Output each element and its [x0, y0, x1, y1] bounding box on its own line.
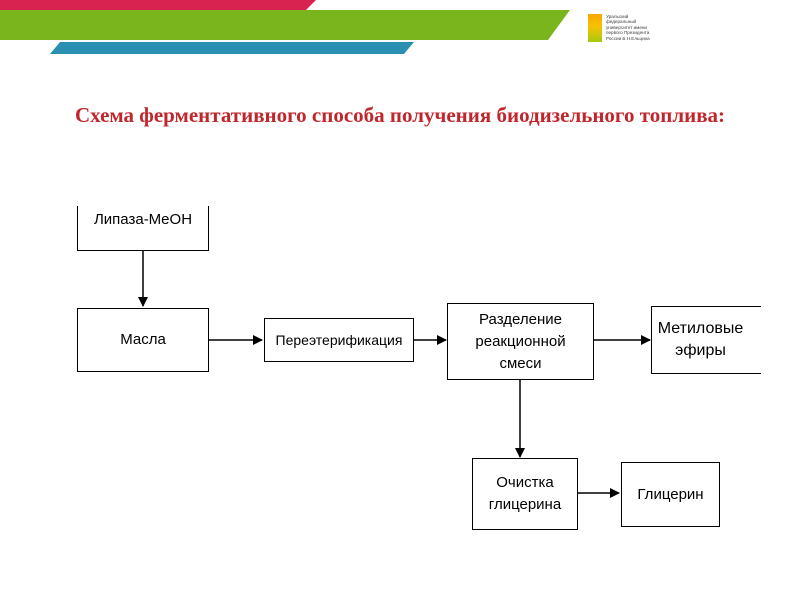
methyl-esters-label: Метиловые эфиры: [657, 320, 744, 359]
transesterification-label: Переэтерификация: [275, 332, 403, 348]
oils-box: Масла: [77, 308, 209, 372]
teal-band: [50, 42, 414, 54]
transesterification-box: Переэтерификация: [264, 318, 414, 362]
glycerol-purification-box: Очистка глицерина: [472, 458, 578, 530]
lipase-label: Липаза-MeOH: [93, 211, 193, 228]
oils-label: Масла: [120, 331, 166, 348]
slide-title: Схема ферментативного способа получения …: [74, 103, 726, 127]
lipase-box: Липаза-MeOH: [77, 206, 209, 251]
logo-text: Уральский федеральный университет имени …: [606, 14, 650, 41]
separation-box: Разделение реакционной смеси: [447, 303, 594, 380]
methyl-esters-box: Метиловые эфиры: [651, 306, 761, 374]
glycerol-box: Глицерин: [621, 462, 720, 527]
logo-mark-icon: [588, 14, 602, 42]
university-logo: Уральский федеральный университет имени …: [588, 14, 658, 58]
green-band: [0, 10, 570, 40]
glycerol-label: Глицерин: [637, 485, 704, 503]
glycerol-purification-label: Очистка глицерина: [488, 474, 562, 513]
separation-label: Разделение реакционной смеси: [475, 310, 566, 372]
header-bands: [0, 0, 570, 54]
